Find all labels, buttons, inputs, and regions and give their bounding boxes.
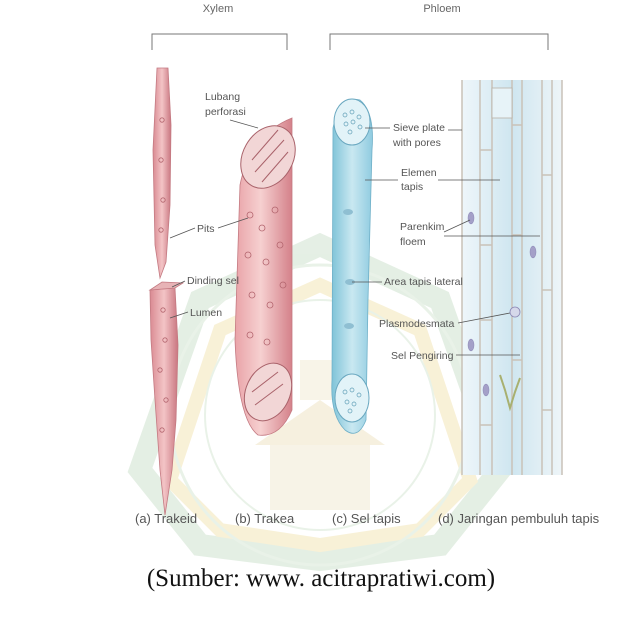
- xylem-bracket: [152, 34, 287, 50]
- label-lumen: Lumen: [190, 307, 222, 319]
- phloem-bracket: [330, 34, 548, 50]
- caption-sel-tapis: (c) Sel tapis: [332, 511, 401, 526]
- leader-pits-tracheid: [170, 228, 195, 238]
- label-sel-pengiring: Sel Pengiring: [391, 350, 454, 362]
- sieve-tube-tissue: [462, 80, 562, 475]
- caption-jaringan: (d) Jaringan pembuluh tapis: [438, 511, 600, 526]
- caption-trakea: (b) Trakea: [235, 511, 295, 526]
- label-dinding-sel: Dinding sel: [187, 275, 239, 287]
- label-parenkim: Parenkim: [400, 221, 445, 233]
- label-plasmodesmata: Plasmodesmata: [379, 318, 454, 330]
- label-pits: Pits: [197, 223, 215, 235]
- sieve-cell: [332, 99, 373, 433]
- label-sieve-plate-2: with pores: [392, 137, 441, 149]
- label-sieve-plate-1: Sieve plate: [393, 122, 445, 134]
- label-tapis: tapis: [401, 181, 423, 193]
- label-area-tapis: Area tapis lateral: [384, 276, 463, 288]
- caption-trakeid: (a) Trakeid: [135, 511, 197, 526]
- leader-lubang: [230, 120, 258, 128]
- phloem-header: Phloem: [423, 3, 460, 15]
- label-floem: floem: [400, 236, 426, 248]
- source-caption: (Sumber: www. acitrapratiwi.com): [0, 565, 642, 593]
- vessel-element: [230, 116, 306, 435]
- label-elemen: Elemen: [401, 167, 437, 179]
- label-perforasi: perforasi: [205, 106, 246, 118]
- label-lubang: Lubang: [205, 91, 240, 103]
- xylem-header: Xylem: [203, 3, 234, 15]
